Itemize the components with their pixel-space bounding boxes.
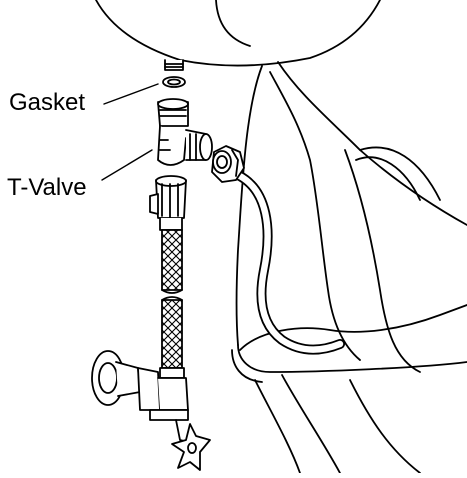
gasket-label: Gasket: [9, 91, 85, 115]
shutoff-valve: [92, 351, 210, 470]
toilet-tank: [96, 0, 380, 66]
t-valve-leader: [102, 150, 152, 180]
t-valve: [158, 99, 212, 165]
hose-nut: [212, 146, 244, 182]
braided-line-upper: [162, 230, 182, 293]
braided-line-lower: [160, 297, 184, 378]
supply-line-nut: [150, 176, 186, 230]
gasket-leader: [104, 84, 158, 104]
t-valve-label: T-Valve: [7, 176, 87, 200]
gasket: [163, 77, 185, 87]
